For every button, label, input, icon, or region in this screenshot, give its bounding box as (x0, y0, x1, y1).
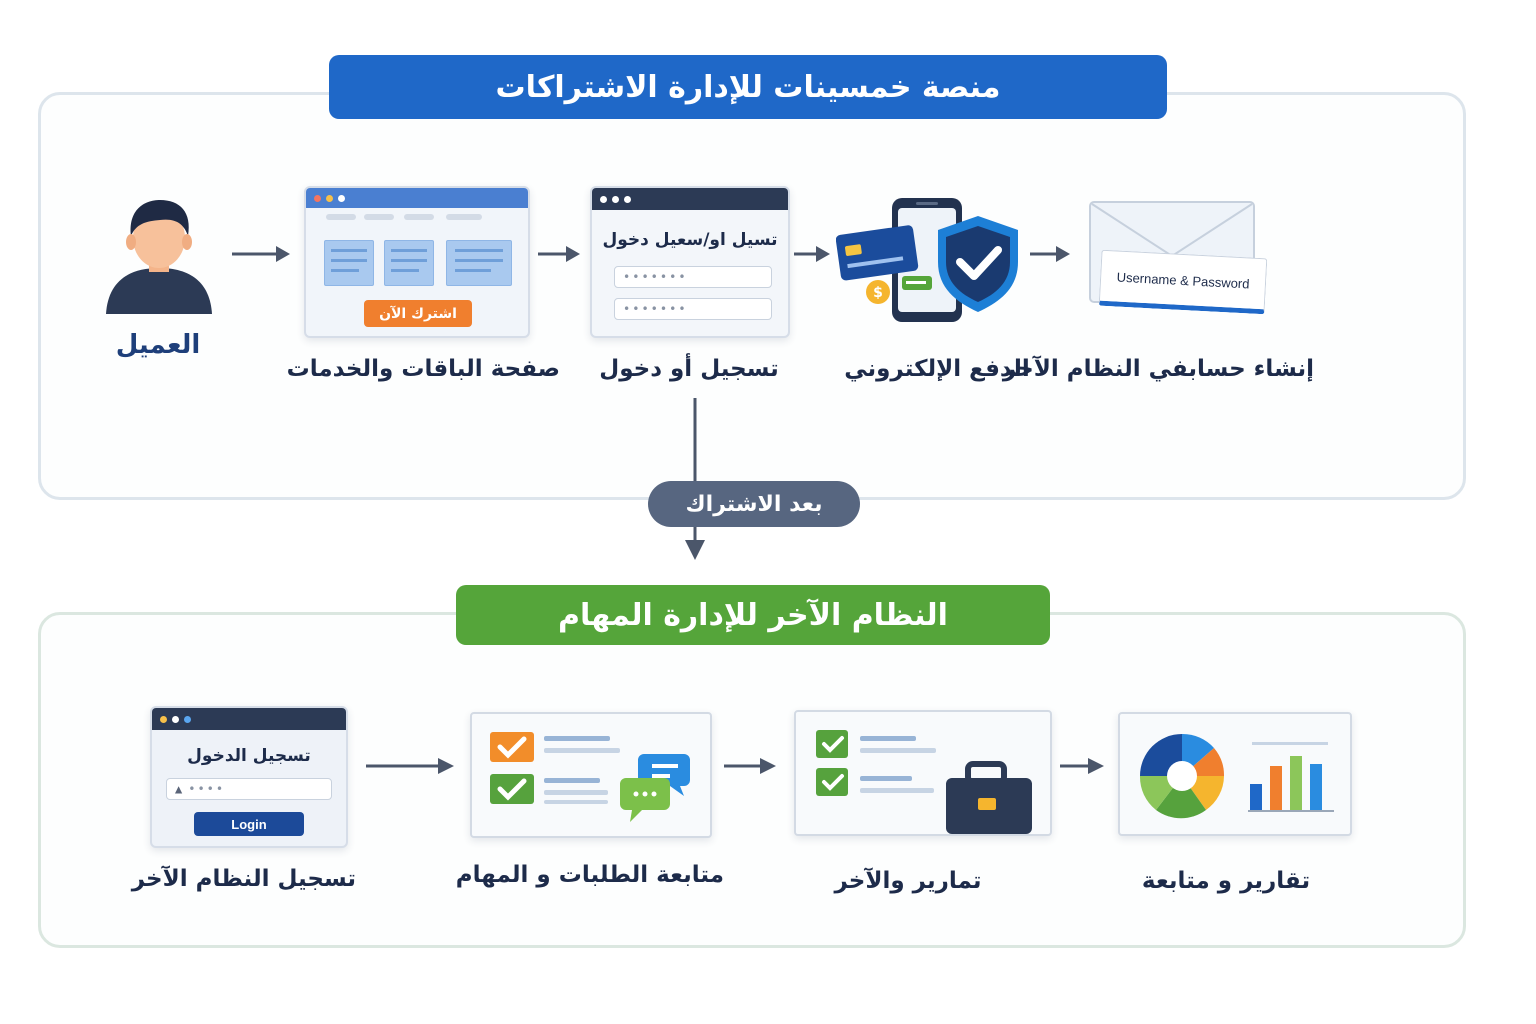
arrow-icon (794, 246, 830, 262)
password-field-confirm[interactable]: ••••••• (614, 298, 772, 320)
chat-icon (620, 754, 690, 822)
task-system-title: النظام الآخر للإدارة المهام (456, 585, 1050, 645)
briefcase-icon (946, 761, 1032, 834)
arrow-icon (1030, 246, 1070, 262)
work-card (794, 710, 1052, 836)
password-field[interactable]: ••••••• (614, 266, 772, 288)
step-register-label: تسجيل أو دخول (599, 356, 779, 382)
browser-icon: اشترك الآن (304, 186, 530, 338)
step-system-login-label: تسجيل النظام الآخر (131, 866, 356, 892)
arrow-icon (724, 758, 776, 774)
arrow-icon (232, 246, 290, 262)
step-customer-label: العميل (115, 330, 201, 360)
shield-check-icon (938, 216, 1018, 312)
step-packages-label: صفحة الباقات والخدمات (286, 356, 560, 382)
password-input[interactable]: ▲•••• (166, 778, 332, 800)
analytics-card (1118, 712, 1352, 836)
login-window: تسجيل الدخول ▲•••• Login (150, 706, 348, 848)
credit-card-icon (835, 225, 919, 281)
bar-chart-icon (1248, 742, 1334, 812)
step-payment-label: الدفع الإلكتروني (844, 356, 1030, 382)
subscribe-now-button[interactable]: اشترك الآن (364, 300, 472, 327)
envelope-icon: Username & Password (1088, 198, 1270, 315)
step-tracking-label: متابعة الطلبات و المهام (455, 862, 724, 888)
arrow-icon (366, 758, 454, 774)
step-reports-others-label: تمارير والآخر (834, 868, 982, 894)
user-icon (100, 196, 218, 316)
form-title: تسيل او/سعيل دخول (602, 230, 778, 250)
step-account-label: إنشاء حسابفي النظام الآخر (1002, 356, 1314, 382)
after-subscription-pill: بعد الاشتراك (648, 481, 860, 527)
pie-chart-icon (1139, 733, 1225, 819)
step-reports-tracking-label: تقارير و متابعة (1141, 868, 1311, 894)
arrow-icon (538, 246, 580, 262)
checklist-icon (490, 732, 620, 804)
payment-illustration: $ (835, 196, 1026, 326)
connector-arrow (685, 398, 705, 560)
credentials-card: Username & Password (1098, 249, 1268, 315)
tasks-card (470, 712, 712, 838)
login-form-title: تسجيل الدخول (187, 746, 311, 766)
arrow-icon (1060, 758, 1104, 774)
svg-text:$: $ (873, 285, 883, 301)
login-form-icon: تسيل او/سعيل دخول ••••••• ••••••• (590, 186, 790, 338)
subscription-platform-title: منصة خمسينات للإدارة الاشتراكات (329, 55, 1167, 119)
login-button[interactable]: Login (194, 812, 304, 836)
